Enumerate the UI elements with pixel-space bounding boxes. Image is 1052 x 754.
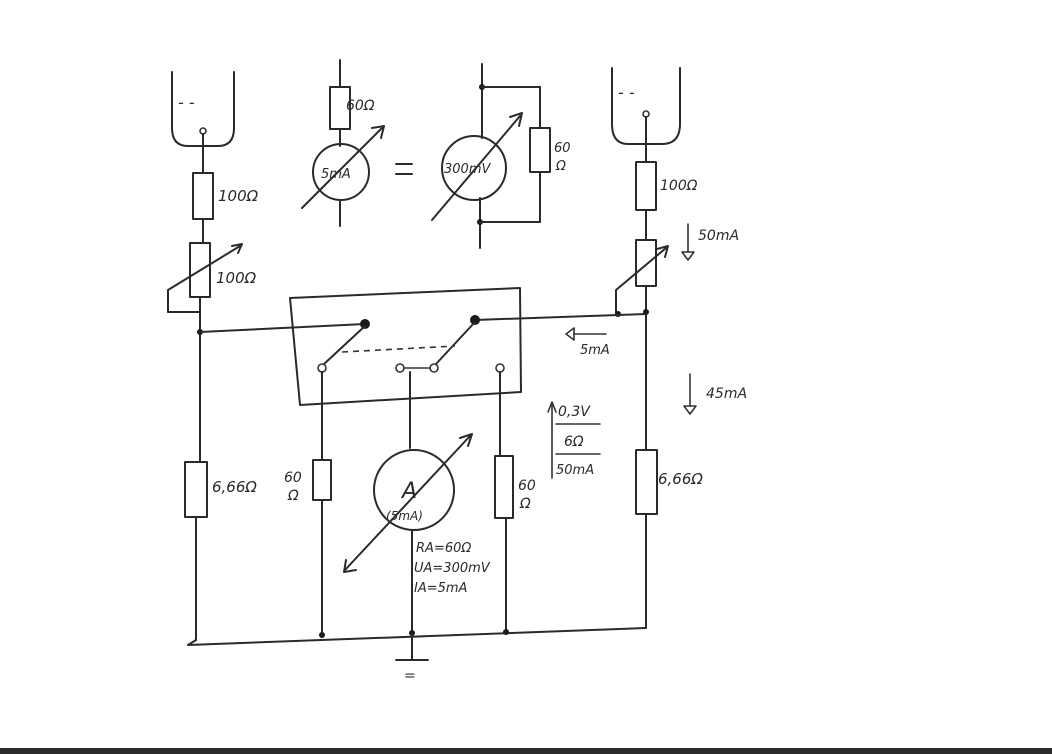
label-current-45: 45mA	[706, 386, 747, 402]
note-current: 50mA	[556, 463, 594, 478]
label-right-series: 100Ω	[660, 178, 698, 194]
ground-symbol: =	[404, 668, 416, 684]
label-ammeter: A	[400, 479, 417, 504]
left-vessel-sign: - -	[178, 93, 195, 112]
label-meter-mv: 300mV	[444, 162, 491, 177]
left-branch	[167, 133, 243, 641]
scan-bottom-edge	[0, 748, 1052, 754]
spec-current: IA=5mA	[414, 581, 467, 596]
label-mid-right-bottom: Ω	[519, 496, 531, 512]
label-meter-series: 60Ω	[346, 98, 375, 114]
note-voltage: 0,3V	[558, 404, 591, 420]
ammeter	[373, 449, 455, 531]
resistor-right-series	[635, 161, 657, 211]
label-meter-ma: 5mA	[321, 167, 351, 182]
meter-equivalence	[301, 59, 551, 249]
resistor-left-shunt	[184, 461, 208, 518]
switch-box	[199, 287, 647, 406]
spec-voltage: UA=300mV	[414, 561, 491, 576]
resistor-right-shunt	[635, 449, 658, 515]
lower-network	[187, 371, 647, 661]
label-left-pot: 100Ω	[216, 269, 257, 287]
meter-mv-circle	[441, 135, 507, 201]
label-mid-right-top: 60	[518, 478, 536, 494]
potentiometer-right	[635, 239, 657, 287]
label-mid-left-top: 60	[284, 470, 302, 486]
label-meter-parallel-bottom: Ω	[555, 159, 566, 174]
ohms-law-note	[547, 401, 601, 479]
label-right-shunt: 6,66Ω	[658, 470, 703, 488]
label-current-50: 50mA	[698, 228, 739, 244]
label-left-shunt: 6,66Ω	[212, 478, 257, 496]
note-resistance: 6Ω	[564, 434, 584, 450]
label-mid-left-bottom: Ω	[287, 488, 299, 504]
resistor-mid-left	[312, 459, 332, 501]
resistor-left-series	[192, 172, 214, 220]
label-current-5: 5mA	[580, 343, 610, 358]
spec-resistance: RA=60Ω	[416, 541, 471, 556]
resistor-mid-right	[494, 455, 514, 519]
right-vessel-sign: - -	[618, 83, 635, 102]
label-meter-parallel-top: 60	[554, 141, 571, 156]
label-left-series: 100Ω	[218, 187, 259, 205]
resistor-meter-parallel	[529, 127, 551, 173]
label-ammeter-range: (5mA)	[386, 509, 423, 523]
